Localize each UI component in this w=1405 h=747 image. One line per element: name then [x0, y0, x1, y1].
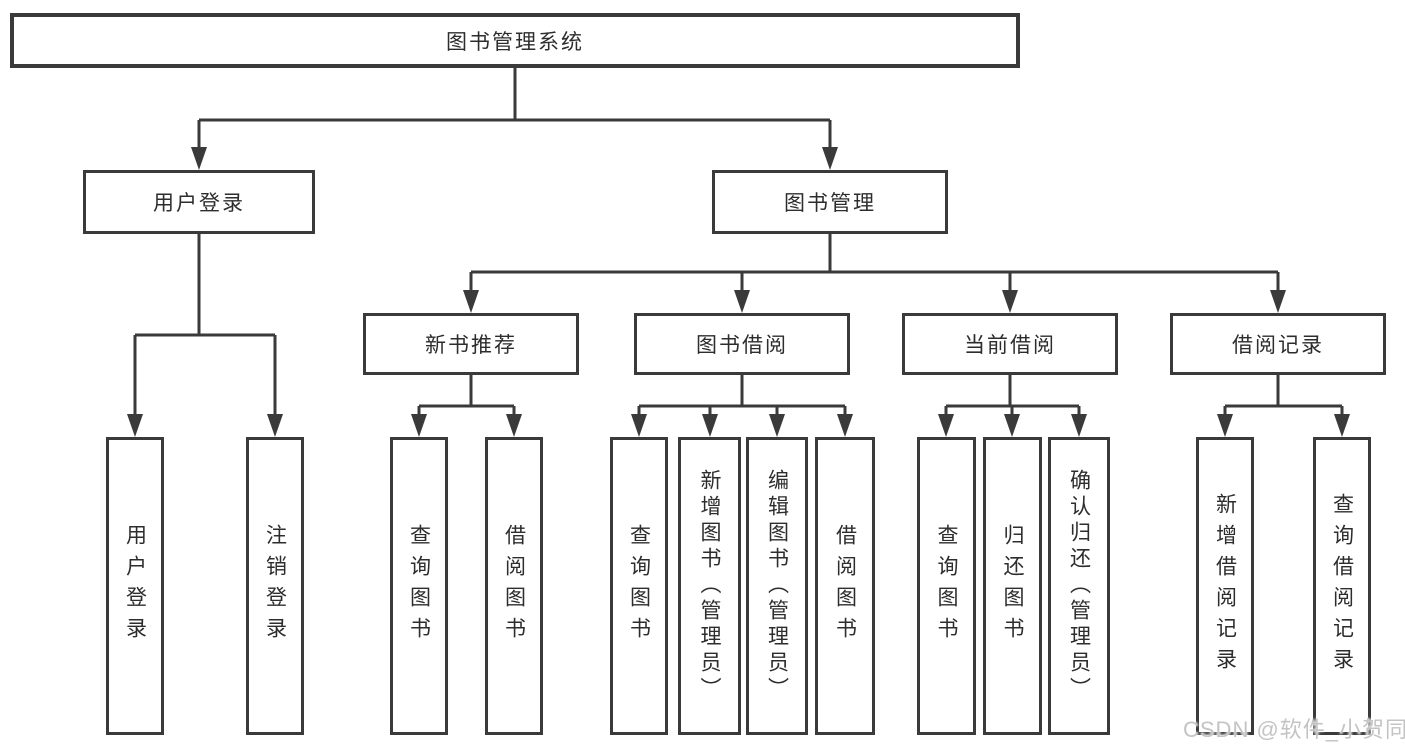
node-leaf-query-books-3-label: 查询图书	[935, 524, 958, 648]
node-leaf-edit-book-admin: 编辑图书（管理员）	[746, 437, 808, 735]
node-leaf-borrow-books-2-label: 借阅图书	[833, 524, 857, 648]
node-leaf-add-book-admin: 新增图书（管理员）	[678, 437, 741, 735]
node-user-login-label: 用户登录	[153, 192, 245, 215]
node-leaf-borrow-books-1-label: 借阅图书	[502, 524, 526, 648]
node-leaf-user-login: 用户登录	[106, 437, 164, 735]
node-leaf-add-borrow-record: 新增借阅记录	[1196, 437, 1254, 735]
node-leaf-return-books: 归还图书	[983, 437, 1042, 735]
node-borrow-records: 借阅记录	[1170, 313, 1386, 375]
node-new-book-recommend-label: 新书推荐	[425, 334, 517, 357]
node-leaf-query-books-1-label: 查询图书	[407, 524, 431, 648]
node-leaf-query-borrow-record-label: 查询借阅记录	[1330, 493, 1354, 679]
node-leaf-query-books-2: 查询图书	[610, 437, 668, 735]
node-book-borrow: 图书借阅	[634, 313, 850, 375]
node-leaf-query-books-3: 查询图书	[917, 437, 976, 735]
node-new-book-recommend: 新书推荐	[363, 313, 579, 375]
node-leaf-query-books-2-label: 查询图书	[627, 524, 651, 648]
node-root-label: 图书管理系统	[446, 30, 584, 54]
watermark: CSDN @软件_小贺同学	[1183, 717, 1405, 742]
node-leaf-add-borrow-record-label: 新增借阅记录	[1213, 493, 1237, 679]
node-leaf-confirm-return-admin-label: 确认归还（管理员）	[1067, 469, 1091, 703]
node-current-borrow-label: 当前借阅	[964, 334, 1056, 357]
node-user-login: 用户登录	[83, 170, 315, 234]
node-leaf-query-books-1: 查询图书	[390, 437, 448, 735]
node-leaf-return-books-label: 归还图书	[1001, 524, 1024, 648]
node-leaf-add-book-admin-label: 新增图书（管理员）	[698, 469, 721, 703]
node-leaf-user-login-label: 用户登录	[123, 524, 147, 648]
node-book-borrow-label: 图书借阅	[696, 334, 788, 357]
node-root: 图书管理系统	[10, 13, 1020, 68]
node-leaf-edit-book-admin-label: 编辑图书（管理员）	[765, 469, 789, 703]
node-current-borrow: 当前借阅	[902, 313, 1118, 375]
node-leaf-borrow-books-2: 借阅图书	[815, 437, 875, 735]
node-book-management: 图书管理	[712, 170, 948, 234]
node-leaf-logout: 注销登录	[246, 437, 304, 735]
node-leaf-borrow-books-1: 借阅图书	[485, 437, 543, 735]
node-borrow-records-label: 借阅记录	[1232, 334, 1324, 357]
node-book-management-label: 图书管理	[784, 192, 876, 215]
node-leaf-confirm-return-admin: 确认归还（管理员）	[1048, 437, 1110, 735]
node-leaf-query-borrow-record: 查询借阅记录	[1313, 437, 1371, 735]
node-leaf-logout-label: 注销登录	[263, 524, 287, 648]
